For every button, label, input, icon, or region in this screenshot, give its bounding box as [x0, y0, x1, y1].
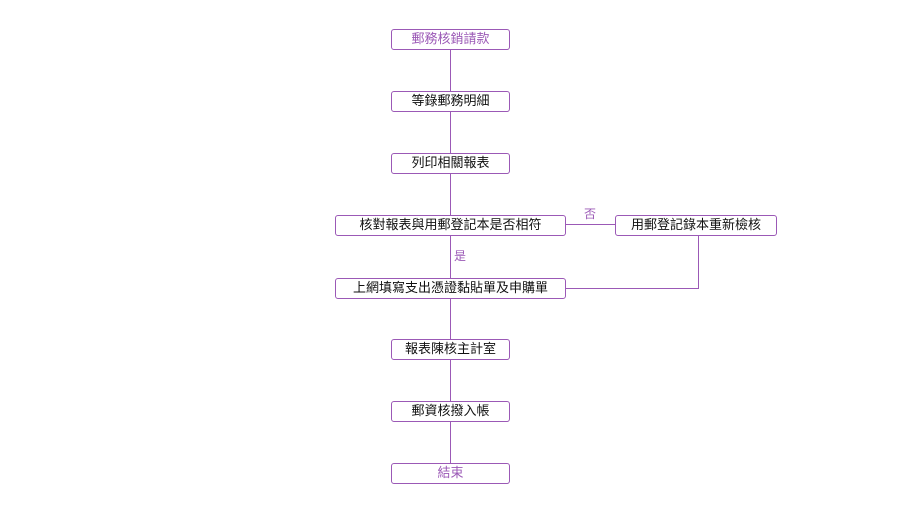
online-voucher-node: 上網填寫支出憑證黏貼單及申購單 — [335, 278, 566, 299]
record-postal-details-node: 等錄郵務明細 — [391, 91, 510, 112]
submit-to-accounting-node: 報表陳核主計室 — [391, 339, 510, 360]
recheck-register-node: 用郵登記錄本重新檢核 — [615, 215, 777, 236]
yes-label: 是 — [454, 249, 467, 263]
verify-match-decision-node: 核對報表與用郵登記本是否相符 — [335, 215, 566, 236]
end-node: 結束 — [391, 463, 510, 484]
connector-recheck-step3 — [565, 235, 699, 289]
start-node: 郵務核銷請款 — [391, 29, 510, 50]
postage-allocation-node: 郵資核撥入帳 — [391, 401, 510, 422]
print-reports-node: 列印相關報表 — [391, 153, 510, 174]
no-label: 否 — [584, 207, 597, 221]
